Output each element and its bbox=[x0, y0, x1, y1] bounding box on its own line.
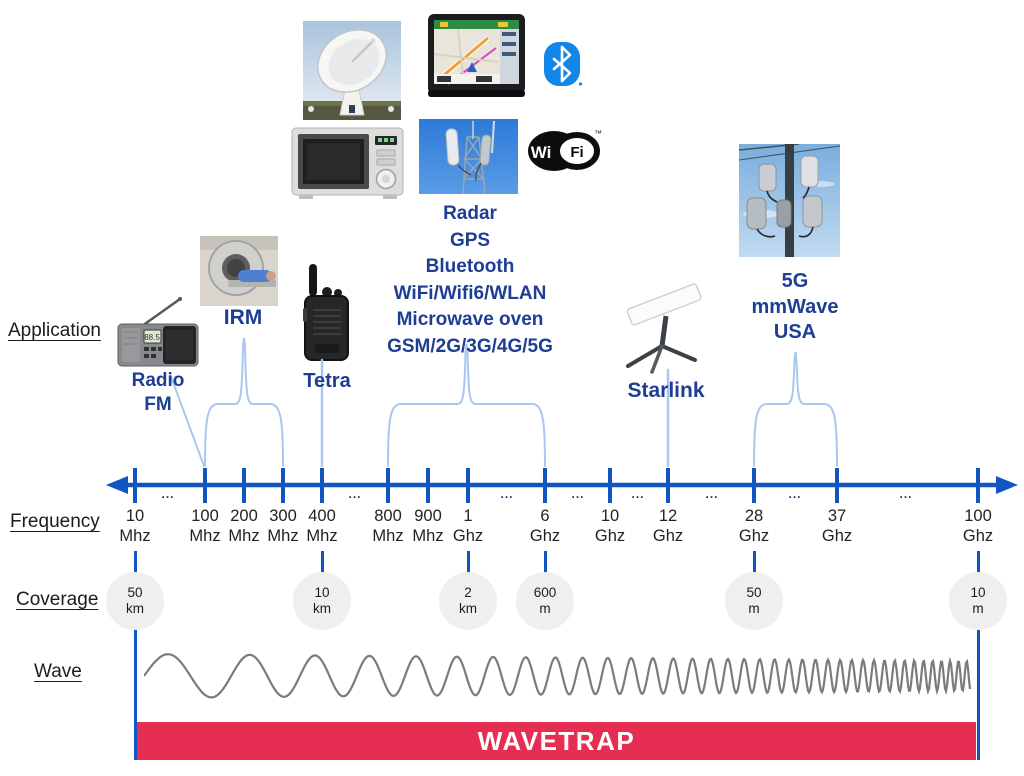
coverage-boundary-line bbox=[976, 551, 980, 760]
axis-arrow-left bbox=[106, 476, 128, 494]
axis-ellipsis: ... bbox=[705, 487, 719, 501]
svg-text:88.5: 88.5 bbox=[144, 333, 160, 342]
wifi-logo-fi: Fi bbox=[570, 144, 583, 161]
axis-ellipsis: ... bbox=[788, 487, 802, 501]
axis-ellipsis: ... bbox=[899, 487, 913, 501]
axis-ellipsis: ... bbox=[571, 487, 585, 501]
axis-arrow-right bbox=[996, 476, 1018, 494]
coverage-connector-line bbox=[752, 551, 756, 574]
wifi-logo-tm: ™ bbox=[594, 129, 602, 138]
microwave-oven-photo bbox=[291, 127, 404, 199]
row-label-frequency: Frequency bbox=[10, 511, 100, 532]
coverage-connector-line bbox=[466, 551, 470, 574]
axis-ellipsis: ... bbox=[500, 487, 514, 501]
row-label-coverage: Coverage bbox=[16, 589, 99, 610]
axis-ellipsis: ... bbox=[631, 487, 645, 501]
mri-scanner-photo bbox=[200, 236, 278, 306]
row-label-wave: Wave bbox=[34, 661, 82, 682]
walkie-talkie-photo bbox=[303, 264, 349, 361]
starlink-dish-photo bbox=[626, 283, 702, 374]
coverage-boundary-line bbox=[133, 551, 137, 760]
wave-illustration bbox=[144, 653, 972, 699]
application-label-tetra: Tetra bbox=[303, 370, 351, 392]
axis-ellipsis: ... bbox=[348, 487, 362, 501]
5g-tower-photo bbox=[739, 144, 840, 257]
application-connector bbox=[169, 373, 205, 467]
cell-tower-photo bbox=[419, 119, 518, 194]
frequency-axis bbox=[106, 476, 1018, 494]
axis-ellipsis: ... bbox=[161, 487, 175, 501]
coverage-connector-line bbox=[543, 551, 547, 574]
application-connector bbox=[753, 351, 838, 467]
wavetrap-banner: WAVETRAP bbox=[137, 722, 976, 760]
satellite-dish-photo bbox=[303, 21, 401, 120]
coverage-connector-line bbox=[320, 551, 324, 574]
radio-photo: 88.5 bbox=[117, 297, 199, 367]
application-label-irm: IRM bbox=[223, 306, 263, 329]
application-label-starlink: Starlink bbox=[627, 379, 705, 402]
gps-navigator-photo bbox=[428, 14, 525, 97]
wifi-logo: Wi Fi ™ bbox=[528, 129, 602, 171]
application-connector bbox=[204, 337, 284, 467]
application-connector bbox=[387, 343, 546, 467]
row-label-application: Application bbox=[8, 320, 101, 341]
bluetooth-logo bbox=[544, 42, 583, 86]
wifi-logo-wi: Wi bbox=[531, 143, 552, 162]
